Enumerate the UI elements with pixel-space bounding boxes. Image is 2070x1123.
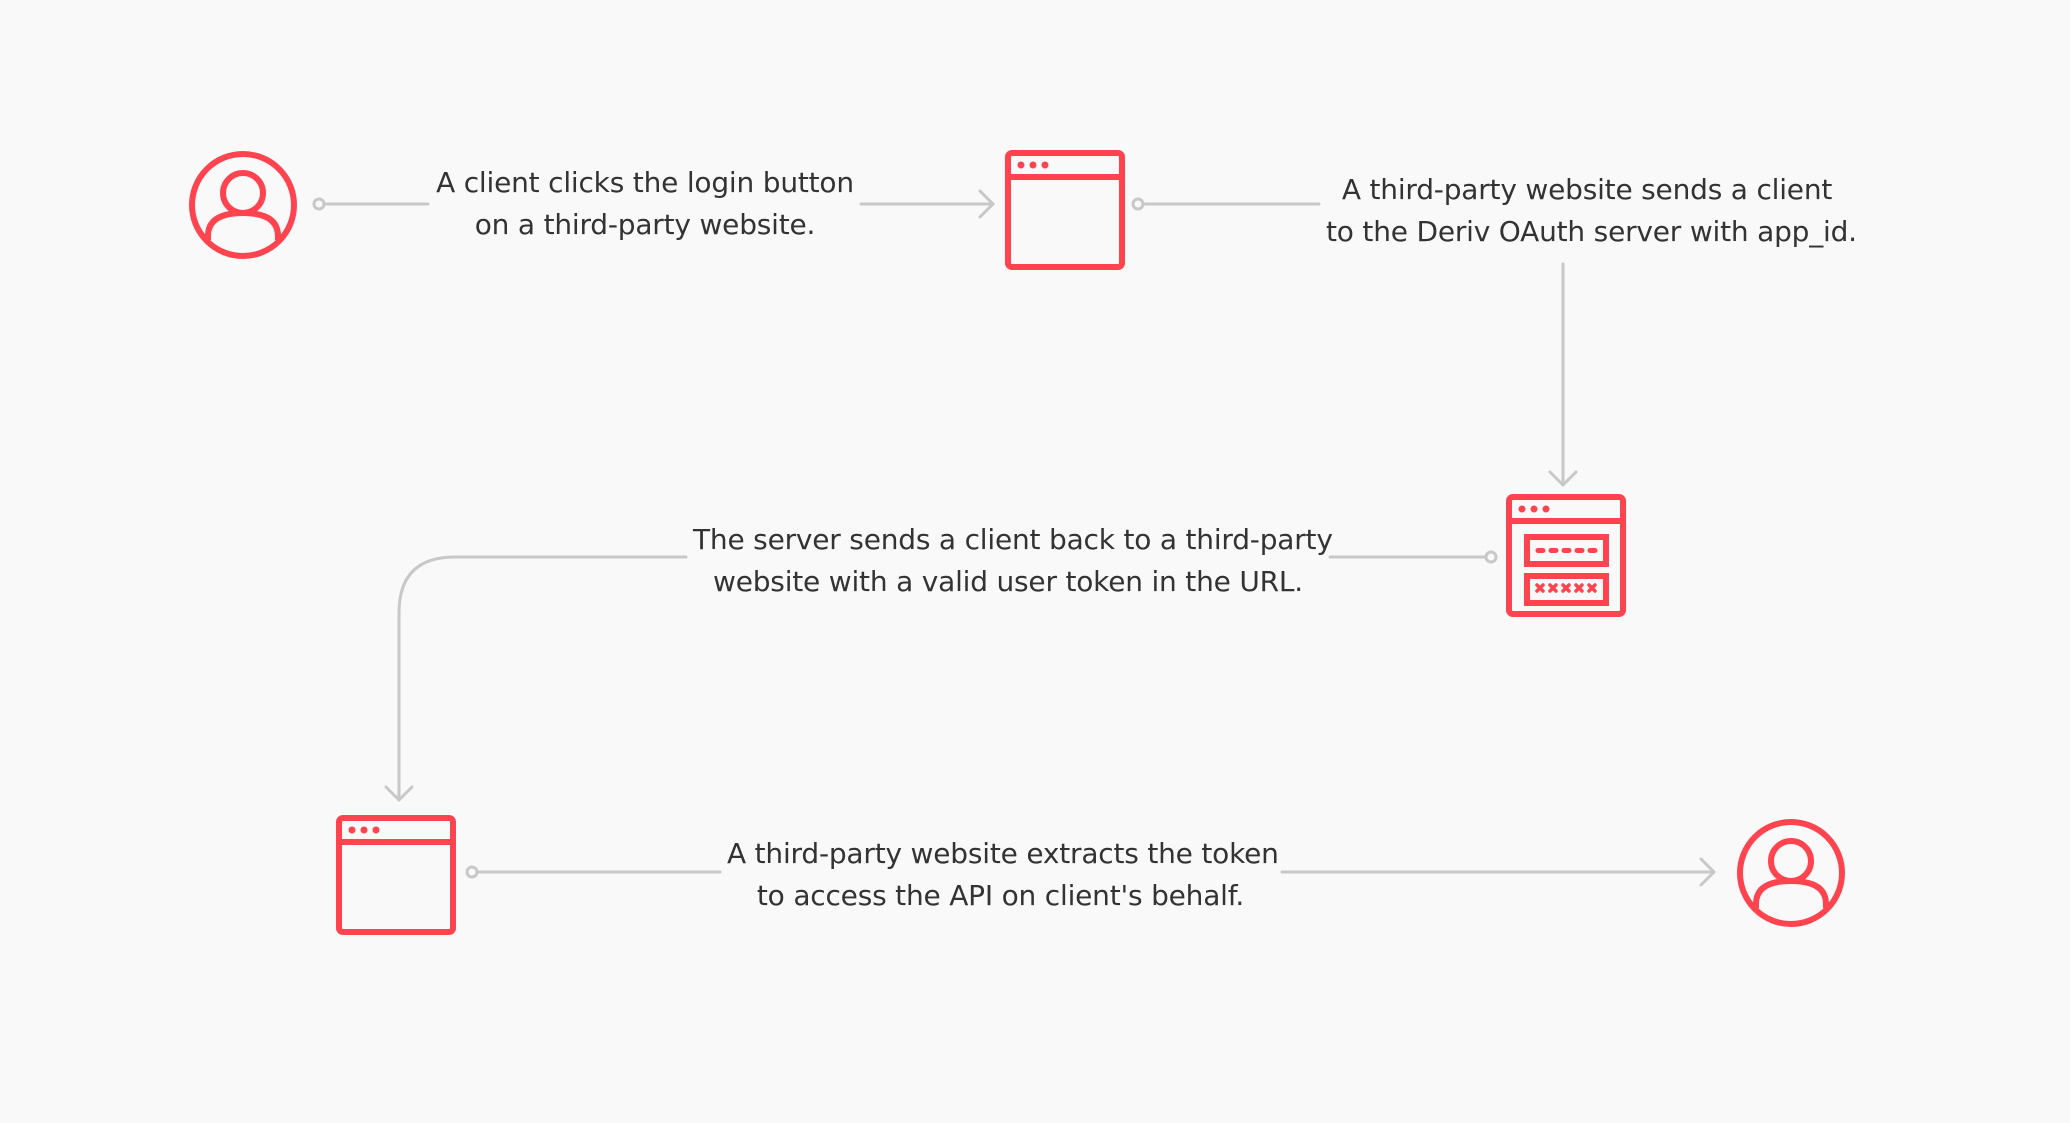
connector-step-4 [465,857,1716,887]
login-form-window-icon [1506,494,1626,617]
connector-step-2 [1131,197,1578,487]
step-2-line-1: A third-party website sends a client [1341,173,1833,206]
step-4-line-1: A third-party website extracts the token [727,837,1279,870]
step-1-label: A client clicks the login button on a th… [436,162,854,246]
step-1-line-2: on a third-party website. [474,208,816,241]
step-3-label: The server sends a client back to a thir… [693,519,1333,603]
step-4-label: A third-party website extracts the token… [727,833,1279,917]
user-circle-icon [1737,819,1845,927]
password-crosses [1535,583,1597,593]
connector-step-3 [384,550,1498,802]
browser-window-icon [336,815,456,935]
step-3-line-1: The server sends a client back to a thir… [693,523,1333,556]
connector-step-1 [312,189,995,219]
step-2-line-2: to the Deriv OAuth server with app_id. [1326,215,1857,248]
step-3-line-2: website with a valid user token in the U… [713,565,1303,598]
step-2-label: A third-party website sends a client to … [1326,169,1857,253]
browser-window-icon [1005,150,1125,270]
user-circle-icon [189,151,297,259]
step-4-line-2: to access the API on client's behalf. [756,879,1245,912]
step-1-line-1: A client clicks the login button [436,166,854,199]
